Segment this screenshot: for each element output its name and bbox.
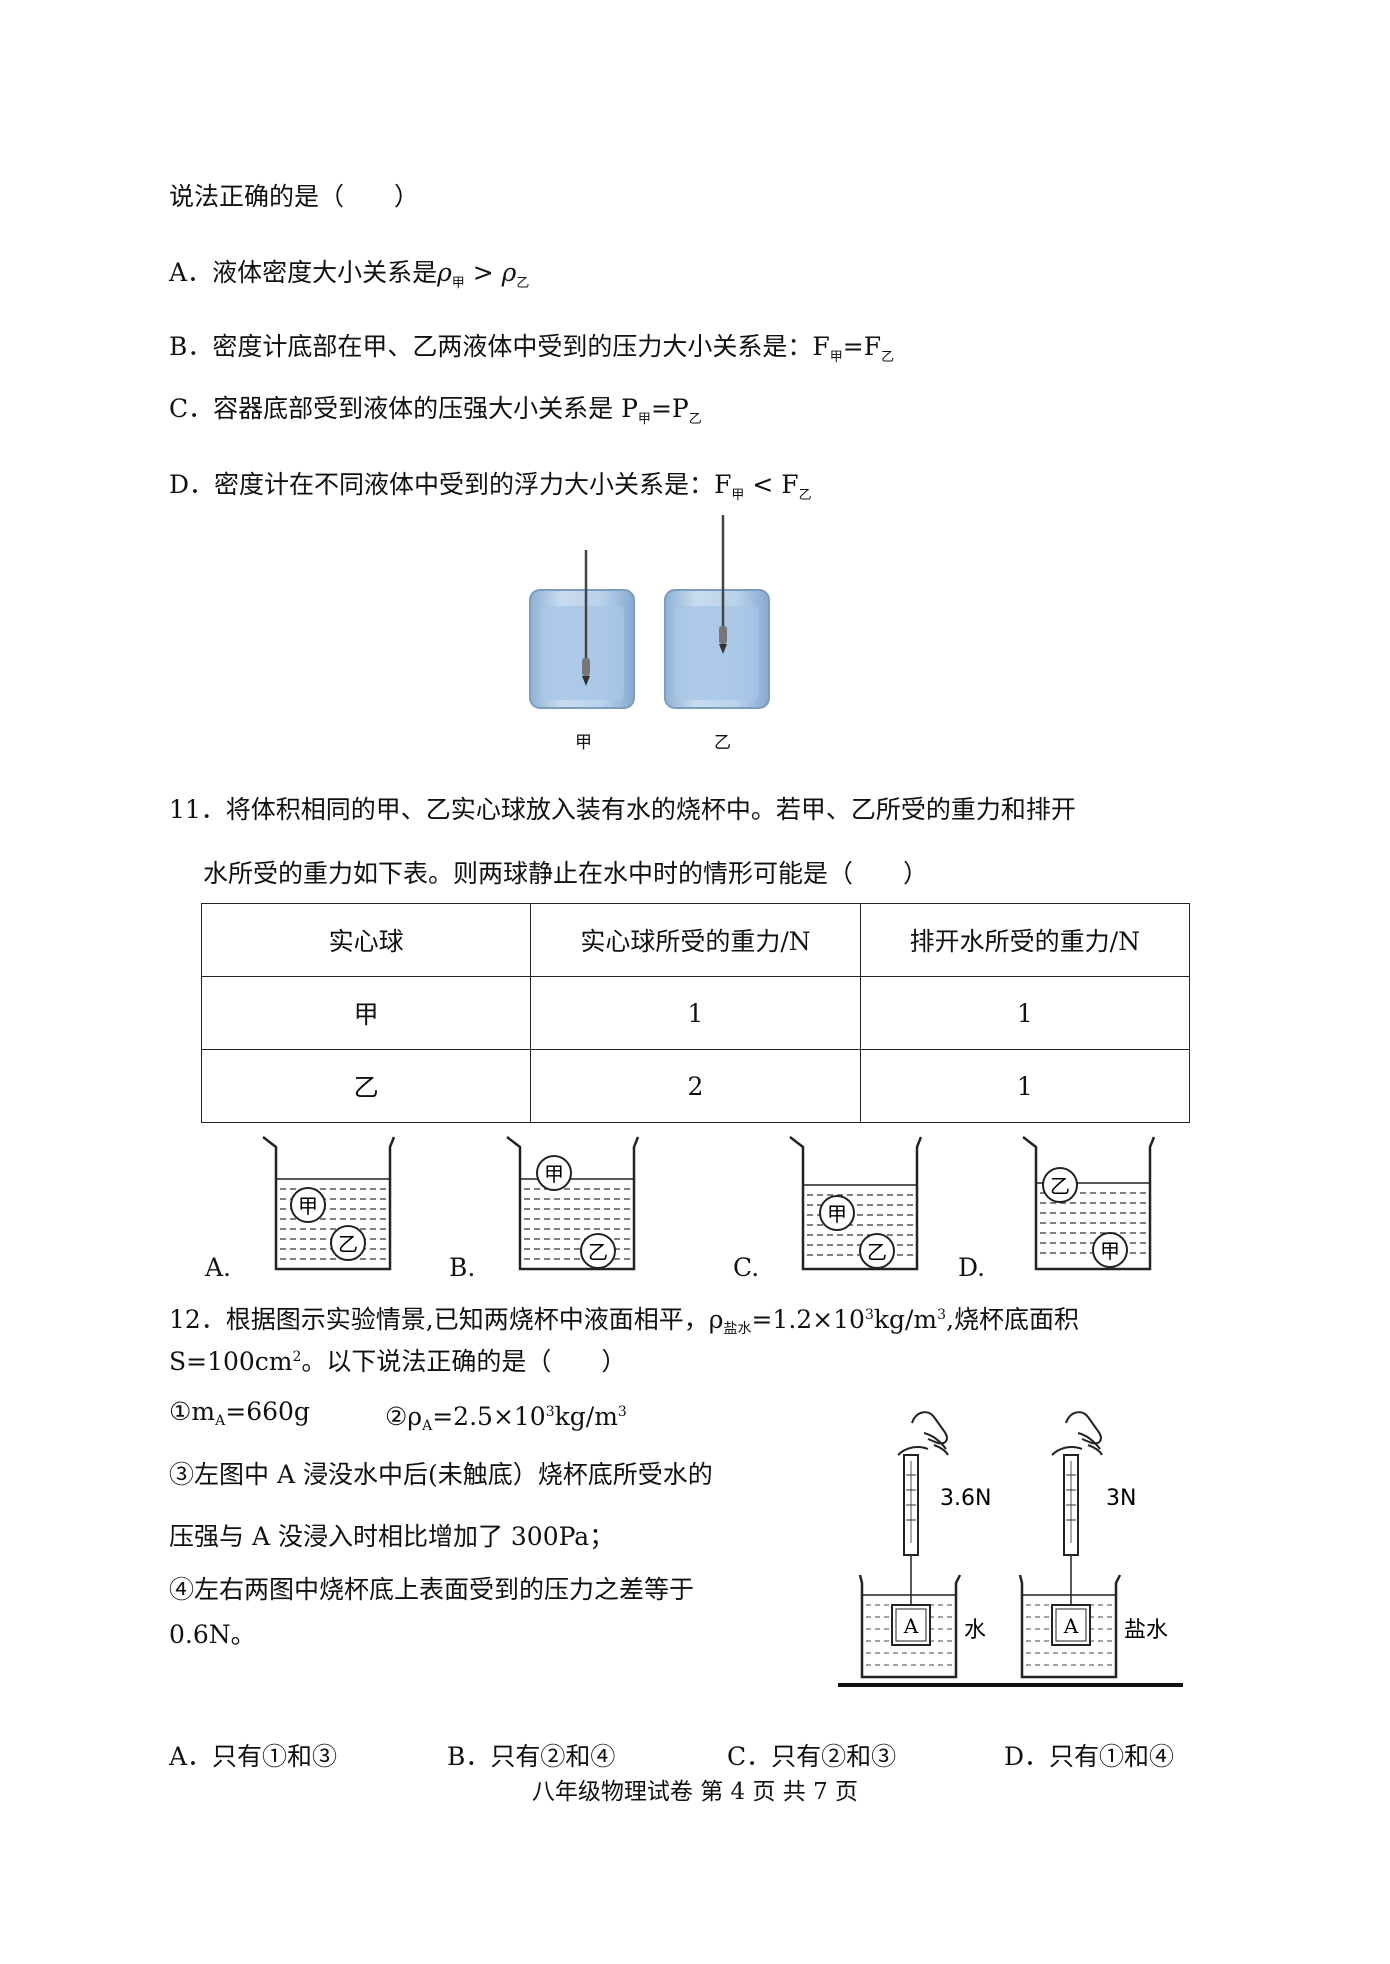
q10-stem: 说法正确的是（ ） [169,182,420,211]
hand-icon [897,1411,949,1456]
q11-beaker-d-icon: 乙 甲 [1022,1136,1156,1271]
q12-item3-line2: 压强与 A 没浸入时相比增加了 300Pa； [169,1522,615,1551]
q12-answer-b: B．只有②和④ [447,1742,616,1771]
left-reading-label: 3.6N [940,1486,991,1511]
fig-label-yi: 乙 [714,733,731,753]
q12-line1: 12．根据图示实验情景,已知两烧杯中液面相平，ρ盐水=1.2×103kg/m3,… [169,1305,1080,1337]
q11-line1: 11．将体积相同的甲、乙实心球放入装有水的烧杯中。若甲、乙所受的重力和排开 [169,795,1076,824]
svg-text:乙: 乙 [1050,1174,1070,1198]
svg-text:乙: 乙 [867,1240,887,1264]
q12-item4-line1: ④左右两图中烧杯底上表面受到的压力之差等于 [169,1575,695,1604]
right-reading-label: 3N [1106,1486,1136,1511]
svg-text:A: A [1063,1614,1079,1638]
table-header: 实心球 [200,903,532,977]
table-cell: 甲 [200,976,532,1050]
q11-option-b-label: B. [449,1253,476,1282]
table-row: 甲 1 1 [200,976,1191,1050]
beaker-jia-icon [529,550,635,709]
q12-answer-a: A．只有①和③ [169,1742,338,1771]
ball-jia-label: 甲 [298,1194,318,1218]
q10-option-a: A．液体密度大小关系是ρ甲 > ρ乙 [169,258,530,291]
page-footer: 八年级物理试卷 第 4 页 共 7 页 [531,1779,859,1805]
q10-hydrometer-figure [529,515,770,709]
ball-yi-label: 乙 [338,1232,358,1256]
beaker-yi-icon [664,515,770,709]
q12-item2: ②ρA=2.5×103kg/m3 [385,1402,627,1434]
q11-option-d-label: D. [958,1253,986,1282]
table-cell: 1 [859,1049,1191,1123]
svg-text:甲: 甲 [1100,1239,1120,1263]
table-cell: 1 [859,976,1191,1050]
q12-item1: ①mA=660g [169,1397,310,1429]
q10-option-d: D．密度计在不同液体中受到的浮力大小关系是：F甲 < F乙 [169,470,812,503]
svg-text:乙: 乙 [588,1240,608,1264]
table-cell: 2 [530,1049,861,1123]
q11-beaker-c-icon: 甲 乙 [789,1136,923,1271]
table-cell: 乙 [200,1049,532,1123]
svg-text:甲: 甲 [544,1162,564,1186]
q11-line2: 水所受的重力如下表。则两球静止在水中时的情形可能是（ ） [203,859,929,888]
svg-text:A: A [903,1614,919,1638]
q11-option-c-label: C. [733,1253,760,1282]
table-header: 排开水所受的重力/N [859,903,1191,977]
table-row: 乙 2 1 [200,1049,1191,1123]
table-cell: 1 [530,976,861,1050]
table-header: 实心球所受的重力/N [530,903,861,977]
q11-beaker-a-icon: 甲 乙 [262,1136,396,1271]
q12-spring-scale-figure: 3.6N A 水 3N A 盐水 [838,1411,1183,1687]
water-label: 水 [964,1618,986,1643]
q12-answer-c: C．只有②和③ [727,1742,897,1771]
q11-option-a-label: A. [205,1253,232,1282]
q12-line2: S=100cm2。以下说法正确的是（ ） [169,1347,627,1376]
saltwater-label: 盐水 [1124,1618,1168,1643]
q11-beaker-b-icon: 甲 乙 [506,1136,640,1271]
q10-option-c: C．容器底部受到液体的压强大小关系是 P甲=P乙 [169,394,702,427]
svg-text:甲: 甲 [827,1202,847,1226]
q12-item4-line2: 0.6N。 [169,1620,256,1649]
q12-answer-d: D．只有①和④ [1004,1742,1175,1771]
q11-table: 实心球 实心球所受的重力/N 排开水所受的重力/N 甲 1 1 乙 2 1 [200,903,1191,1123]
q12-item3-line1: ③左图中 A 浸没水中后(未触底）烧杯底所受水的 [169,1460,713,1489]
q10-option-b: B．密度计底部在甲、乙两液体中受到的压力大小关系是：F甲=F乙 [169,332,895,365]
table-header-row: 实心球 实心球所受的重力/N 排开水所受的重力/N [200,903,1191,977]
fig-label-jia: 甲 [575,733,592,753]
